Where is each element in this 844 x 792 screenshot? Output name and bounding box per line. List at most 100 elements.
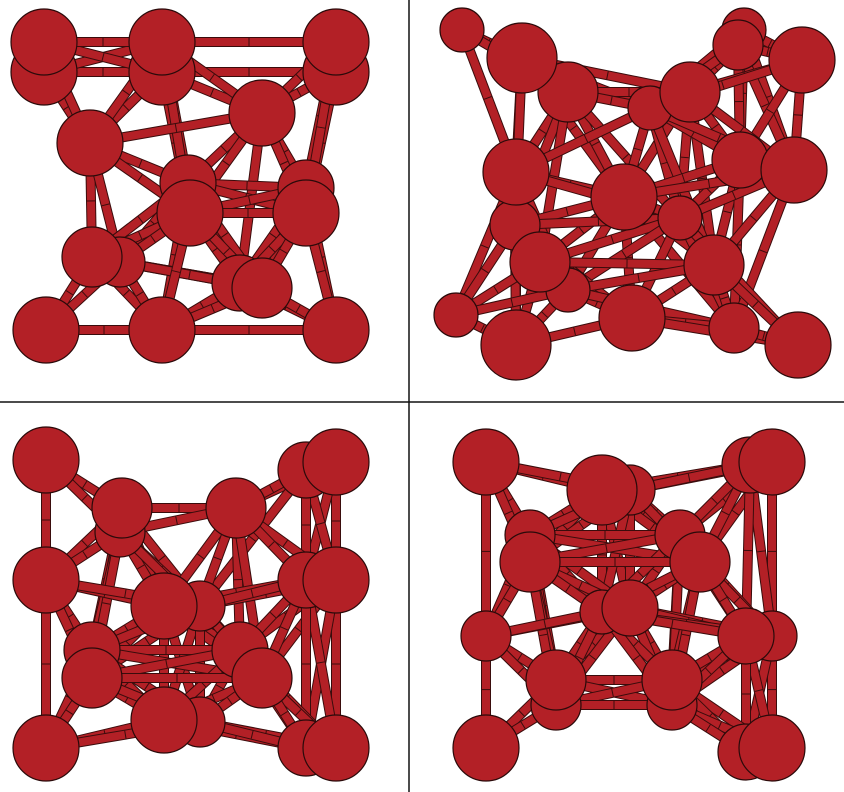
bond-divider bbox=[171, 270, 181, 273]
atom bbox=[590, 163, 658, 231]
bond-divider bbox=[101, 203, 110, 207]
bond-divider bbox=[649, 523, 655, 531]
bond-divider bbox=[124, 589, 127, 598]
atom bbox=[302, 546, 370, 614]
atom bbox=[205, 477, 267, 539]
atom bbox=[738, 714, 806, 782]
bond-divider bbox=[316, 522, 325, 526]
atom bbox=[231, 647, 293, 709]
bond-divider bbox=[317, 270, 325, 273]
bond-divider bbox=[750, 215, 757, 222]
atom bbox=[302, 714, 370, 782]
bond-divider bbox=[316, 126, 326, 129]
bond-divider bbox=[762, 331, 766, 340]
atom bbox=[10, 8, 78, 76]
atom bbox=[598, 284, 666, 352]
bond-divider bbox=[671, 619, 674, 628]
bond-divider bbox=[282, 539, 289, 548]
bond-divider bbox=[633, 147, 642, 151]
bond-divider bbox=[621, 250, 627, 258]
bond-divider bbox=[268, 541, 275, 548]
bond-divider bbox=[718, 709, 724, 718]
bond-divider bbox=[520, 721, 526, 729]
bond-divider bbox=[81, 494, 88, 501]
bond-divider bbox=[280, 160, 288, 166]
cluster-panel-3 bbox=[12, 426, 370, 782]
bond-divider bbox=[588, 654, 596, 661]
bond-divider bbox=[504, 510, 513, 515]
bond-divider bbox=[632, 654, 640, 661]
bond-divider bbox=[573, 327, 576, 336]
atom bbox=[712, 19, 764, 71]
atom bbox=[460, 610, 512, 662]
bond-divider bbox=[687, 473, 691, 482]
bond-divider bbox=[517, 653, 523, 661]
bond-divider bbox=[480, 244, 489, 249]
bond-divider bbox=[610, 96, 613, 105]
bond-divider bbox=[705, 667, 712, 675]
bond-divider bbox=[295, 709, 302, 716]
bond-divider bbox=[122, 89, 130, 96]
bond-divider bbox=[575, 655, 584, 660]
atom bbox=[12, 426, 80, 494]
bond-divider bbox=[101, 53, 105, 61]
bond-divider bbox=[681, 174, 686, 183]
bond-divider bbox=[210, 304, 215, 313]
atom bbox=[499, 531, 561, 593]
bond-divider bbox=[719, 596, 727, 603]
atom bbox=[272, 179, 340, 247]
bond-divider bbox=[606, 71, 609, 80]
bond-divider bbox=[280, 626, 289, 631]
bond-divider bbox=[221, 232, 229, 238]
bond-divider bbox=[705, 724, 711, 732]
bond-divider bbox=[610, 235, 614, 244]
atom bbox=[669, 531, 731, 593]
atom bbox=[91, 477, 153, 539]
bond-divider bbox=[248, 196, 251, 205]
atom bbox=[433, 292, 479, 338]
bond-divider bbox=[651, 568, 660, 574]
atom bbox=[439, 7, 485, 53]
bond-divider bbox=[719, 666, 725, 675]
bond-divider bbox=[578, 226, 585, 234]
bond-divider bbox=[137, 174, 143, 182]
atom bbox=[12, 714, 80, 782]
atom bbox=[128, 8, 196, 76]
bond-divider bbox=[541, 311, 548, 318]
bond-divider bbox=[605, 544, 608, 553]
bond-divider bbox=[296, 88, 302, 97]
bond-divider bbox=[175, 516, 178, 525]
bond-divider bbox=[158, 555, 166, 562]
bond-divider bbox=[583, 134, 589, 143]
bond-divider bbox=[578, 521, 584, 529]
bond-divider bbox=[671, 287, 677, 295]
atom bbox=[683, 234, 745, 296]
atom bbox=[452, 714, 520, 782]
cluster-panel-1 bbox=[10, 8, 370, 364]
atom bbox=[228, 79, 296, 147]
bond-divider bbox=[565, 584, 571, 592]
bond-divider bbox=[295, 304, 301, 313]
bond-divider bbox=[517, 667, 525, 674]
bond-divider bbox=[316, 661, 325, 664]
atom bbox=[525, 649, 587, 711]
bond-divider bbox=[493, 286, 499, 294]
bond-divider bbox=[197, 553, 205, 560]
bond-divider bbox=[174, 123, 178, 133]
bond-divider bbox=[518, 710, 525, 717]
atom bbox=[641, 649, 703, 711]
atom bbox=[760, 136, 828, 204]
bond-divider bbox=[165, 659, 168, 668]
bond-divider bbox=[578, 581, 583, 590]
bond-divider bbox=[723, 210, 732, 214]
bond-divider bbox=[569, 125, 577, 131]
bond-divider bbox=[65, 709, 74, 715]
cluster-panel-2 bbox=[433, 7, 836, 381]
cluster-panel-4 bbox=[452, 428, 806, 782]
atoms bbox=[433, 7, 836, 381]
bond-divider bbox=[122, 104, 130, 111]
bond-divider bbox=[510, 298, 514, 307]
bond-divider bbox=[210, 88, 214, 97]
